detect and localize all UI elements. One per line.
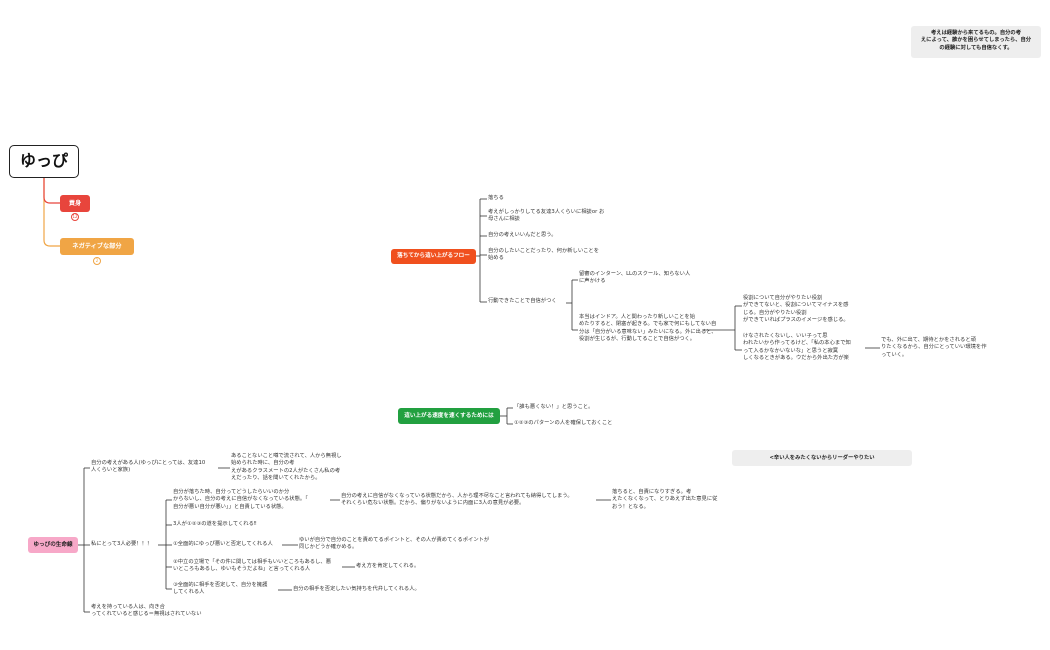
- life-item-1-detail[interactable]: あることないこと噂で流されて、人から無視し 始められた時に、自分の考 えがあるク…: [231, 453, 342, 482]
- three-5[interactable]: ③全面的に相手を否定して、自分を擁護 してくれる人: [173, 582, 268, 596]
- flow-item-5[interactable]: 行動できたことで自信がつく: [488, 298, 557, 304]
- flow-sub2-2[interactable]: けなされたくないし、いい子って思 われたいから作ってるけど、「私の本心まで知 っ…: [743, 333, 851, 362]
- note-top: 考えは経験から来てるもの。自分の考 えによって、誰かを困らせてしまったら、自分 …: [911, 26, 1041, 58]
- flow-sub-2[interactable]: 本当はインドア。人と関わったり新しいことを始 めたりすると、閉塞が起きる。でも家…: [579, 314, 717, 343]
- flow-item-3[interactable]: 自分の考えいいんだと思う。: [488, 232, 557, 238]
- node-flow[interactable]: 落ちてから這い上がるフロー: [391, 249, 476, 264]
- node-life[interactable]: ゆっぴの生命線: [28, 537, 78, 553]
- flow-item-2[interactable]: 考えがしっかりしてる友達3人くらいに相談or お 母さんに相談: [488, 209, 605, 223]
- life-item-3[interactable]: 考えを持っている人は、向き合 ってくれていると感じる＝無視はされていない: [91, 604, 202, 618]
- flow-sub-1[interactable]: 留審のインターン、LLのスクール、知らない人 に声かける: [579, 271, 691, 285]
- badge-negative: 2: [93, 257, 101, 265]
- speed-item-2[interactable]: ①②③のパターンの人を確保しておくこと: [514, 420, 613, 426]
- flow-item-4[interactable]: 自分のしたいことだったり、何か新しいことを 始める: [488, 248, 600, 262]
- speed-item-1[interactable]: 「誰も悪くない！」と思うこと。: [514, 404, 594, 410]
- life-item-1[interactable]: 自分の考えがある人(ゆっぴにとっては、友達10 人くらいと家族): [91, 460, 206, 474]
- three-detail-5[interactable]: 自分の相手を否定したい気持ちを代弁してくれる人。: [293, 586, 420, 592]
- three-1[interactable]: 自分が落ちた時、自分ってどうしたらいいのか分 からないし、自分の考えに自信がなく…: [173, 489, 308, 510]
- three-2[interactable]: 3人が①②③の道を提示してくれる‼: [173, 521, 257, 527]
- note-leader: <辛い人をみたくないからリーダーやりたい: [732, 450, 912, 466]
- badge-kouken: 12: [71, 213, 79, 221]
- three-detail-3[interactable]: ゆいが自分で自分のことを責めてるポイントと、その人が責めてくるポイントが 同じか…: [299, 537, 490, 551]
- three-detail-4[interactable]: 考え方を肯定してくれる。: [356, 563, 420, 569]
- flow-sub3[interactable]: でも、外に出て、期待とかをされると頑 りたくなるから、自分にとっていい環境を作 …: [881, 337, 987, 358]
- three-detail2[interactable]: 落ちると、自責になりすぎる。考 えたくなくなって、とりあえず出た意見に従 おう！…: [612, 489, 718, 510]
- node-kouken[interactable]: 貢身: [60, 195, 90, 212]
- three-detail-1[interactable]: 自分の考えに自信がなくなっている状態だから、人から理不尽なこと言われても納得して…: [341, 493, 573, 507]
- three-4[interactable]: ②中立の立場で「その件に関しては相手もいいところもあるし、悪 いところもあるし、…: [173, 559, 331, 573]
- life-item-2[interactable]: 私にとって3人必要！！！: [91, 541, 153, 547]
- three-3[interactable]: ①全面的にゆっぴ悪いと否定してくれる人: [173, 541, 273, 547]
- flow-sub2-1[interactable]: 役割について自分がやりたい役割 ができてないと、役割についてマイナスを感 じる。…: [743, 295, 849, 324]
- flow-item-1[interactable]: 落ちる: [488, 195, 504, 201]
- node-speed[interactable]: 這い上がる速度を速くするためには: [398, 408, 500, 424]
- node-negative[interactable]: ネガティブな部分: [60, 238, 134, 255]
- root-node-yuppi[interactable]: ゆっぴ: [9, 145, 79, 178]
